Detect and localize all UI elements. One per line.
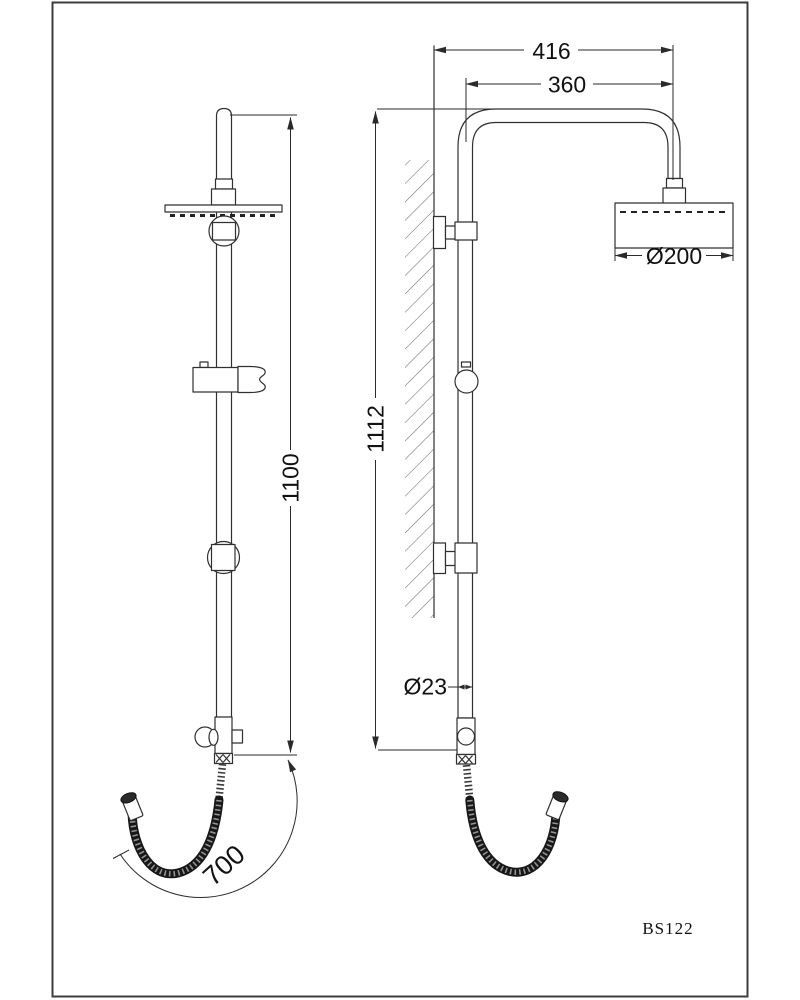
dim-label-1100: 1100 — [278, 453, 304, 502]
side-hose-nut — [455, 753, 477, 765]
side-view — [405, 45, 734, 877]
drawing-frame — [51, 1, 749, 998]
model-code-label: BS122 — [642, 919, 693, 938]
dim-label-1112: 1112 — [363, 405, 389, 453]
front-holder-grip — [237, 365, 266, 394]
front-hose-connector — [120, 792, 144, 822]
dim-label-o200: Ø200 — [646, 243, 702, 269]
side-wall-bracket-upper — [432, 215, 478, 250]
side-diverter-knob — [456, 727, 476, 746]
front-outlet-port — [231, 729, 244, 744]
dim-label-o23: Ø23 — [404, 674, 447, 700]
front-view — [120, 107, 283, 879]
front-shower-head-plate — [164, 204, 283, 213]
front-shower-hose — [127, 763, 227, 879]
side-shower-hose — [462, 764, 561, 877]
side-shower-head — [614, 202, 734, 249]
side-holder-tab — [460, 361, 472, 368]
front-ball-joint-block — [211, 221, 237, 241]
dimension-pipe-diameter-23: Ø23 — [404, 674, 472, 700]
front-head-collar — [214, 178, 234, 190]
side-head-cone — [662, 187, 687, 205]
side-head-collar — [665, 177, 684, 189]
dimension-front-height-1100: 1100 — [230, 114, 304, 756]
side-wall-bracket-lower — [432, 542, 478, 575]
dim-label-416: 416 — [532, 38, 570, 64]
wall-hatching — [405, 160, 434, 618]
front-wall-bracket — [210, 543, 236, 572]
dimension-overall-width-416: 416 — [433, 38, 674, 180]
front-head-cone — [210, 188, 237, 206]
dimension-hose-length-700: 700 — [112, 759, 298, 898]
dimension-head-diameter-200: Ø200 — [614, 243, 734, 269]
dimension-arm-width-360: 360 — [465, 72, 674, 142]
front-diverter-knob-face — [208, 728, 219, 746]
dim-label-360: 360 — [548, 72, 586, 98]
side-riser-and-arm-pipe — [457, 108, 681, 719]
front-holder-tab — [199, 361, 209, 369]
front-hand-shower-holder — [192, 366, 239, 393]
dimension-side-height-1112: 1112 — [363, 108, 497, 751]
side-hose-connector — [545, 791, 569, 821]
front-hose-nut — [213, 752, 234, 765]
side-holder-knob — [454, 369, 479, 394]
